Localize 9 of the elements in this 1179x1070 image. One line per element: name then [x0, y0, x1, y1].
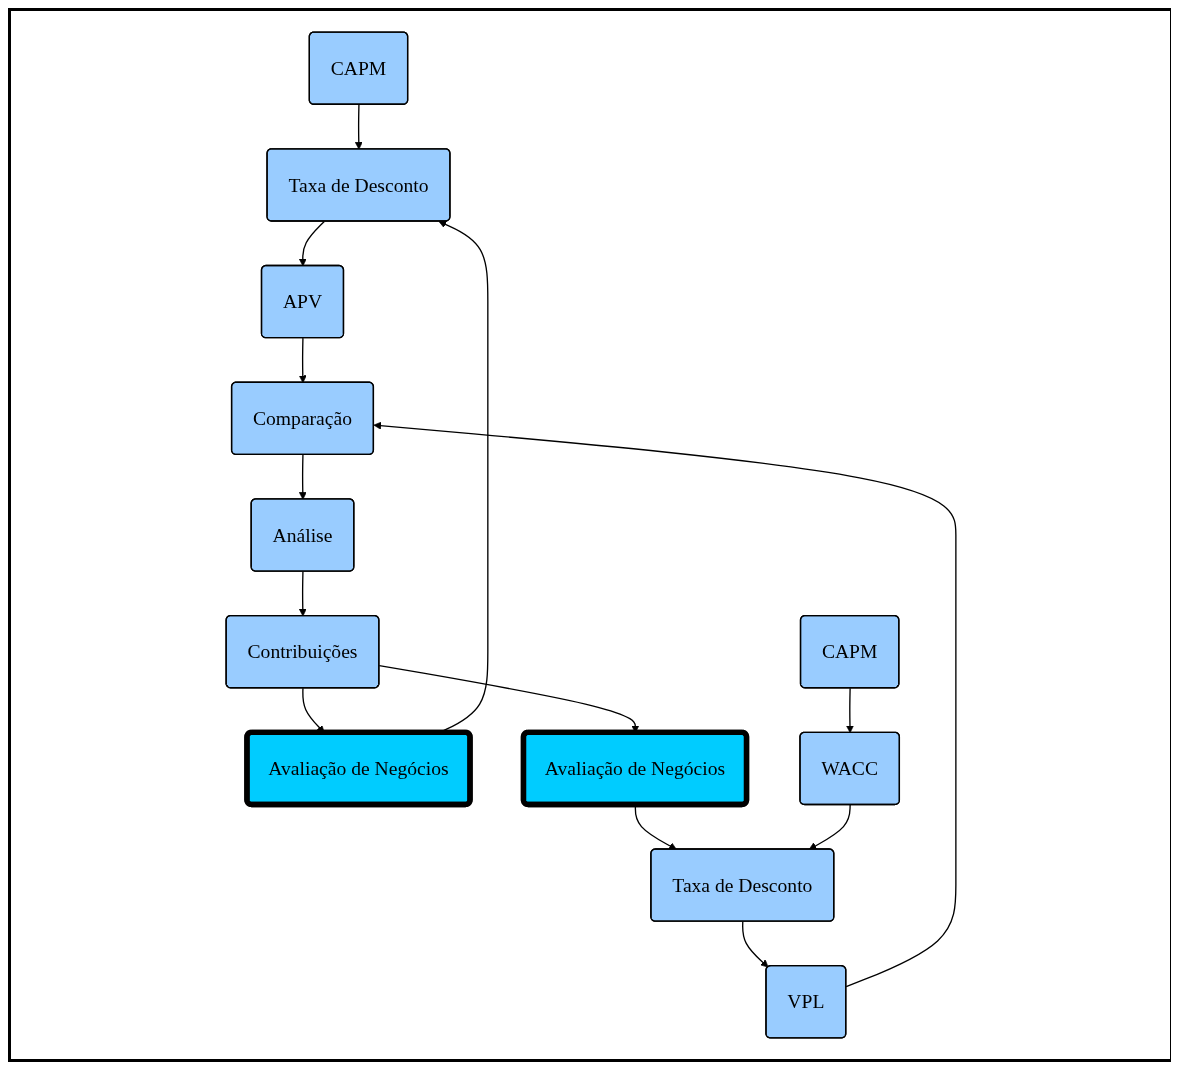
arrow [808, 804, 851, 850]
arrow [845, 687, 854, 734]
arrow [298, 570, 307, 617]
arrow [298, 454, 307, 500]
arrow [354, 104, 363, 150]
arrow [298, 337, 307, 383]
arrow [372, 421, 957, 988]
arrow [741, 920, 768, 968]
arrow [298, 220, 325, 267]
